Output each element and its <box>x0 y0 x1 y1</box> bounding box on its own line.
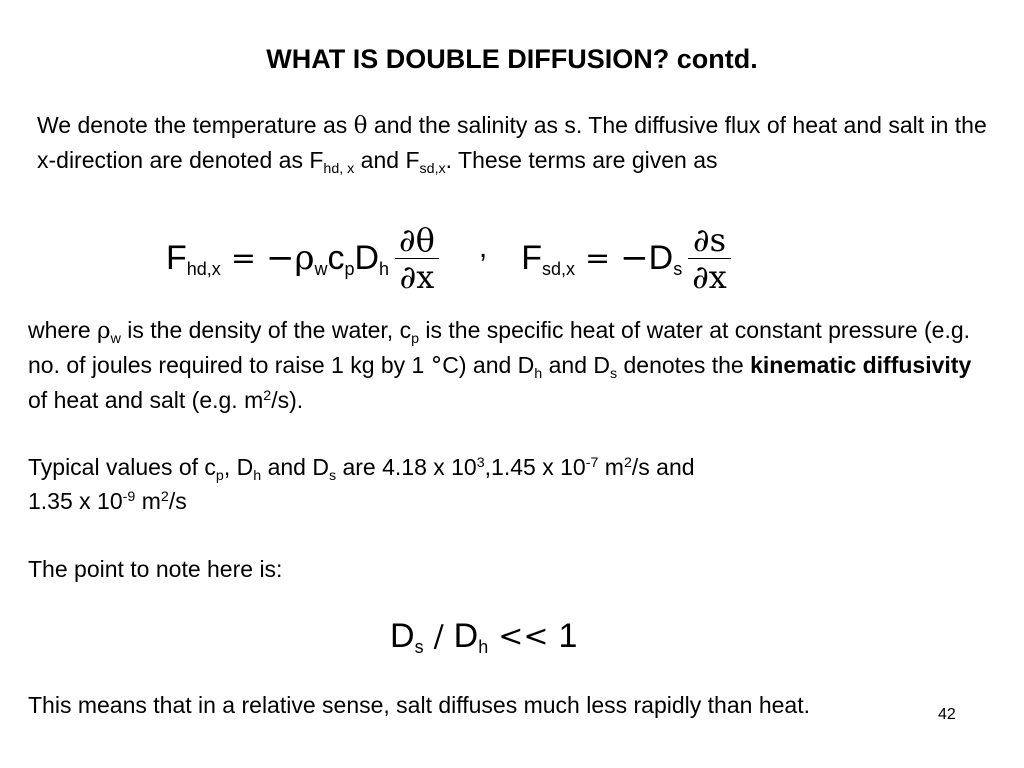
intro-paragraph: We denote the temperature as θ and the s… <box>37 112 987 177</box>
conclusion-paragraph: This means that in a relative sense, sal… <box>28 692 810 718</box>
definitions-paragraph: where ρw is the density of the water, cp… <box>28 317 972 413</box>
ds-dx-fraction: ∂s ∂x <box>688 222 731 295</box>
kinematic-diffusivity-term: kinematic diffusivity <box>750 352 972 378</box>
dtheta-dx-fraction: ∂θ ∂x <box>395 222 439 295</box>
point-to-note: The point to note here is: <box>28 556 283 582</box>
theta-symbol: θ <box>353 113 368 139</box>
typical-values-paragraph: Typical values of cp, Dh and Ds are 4.18… <box>28 454 695 514</box>
slide-title: WHAT IS DOUBLE DIFFUSION? contd. <box>266 44 758 74</box>
page-number: 42 <box>938 706 956 723</box>
